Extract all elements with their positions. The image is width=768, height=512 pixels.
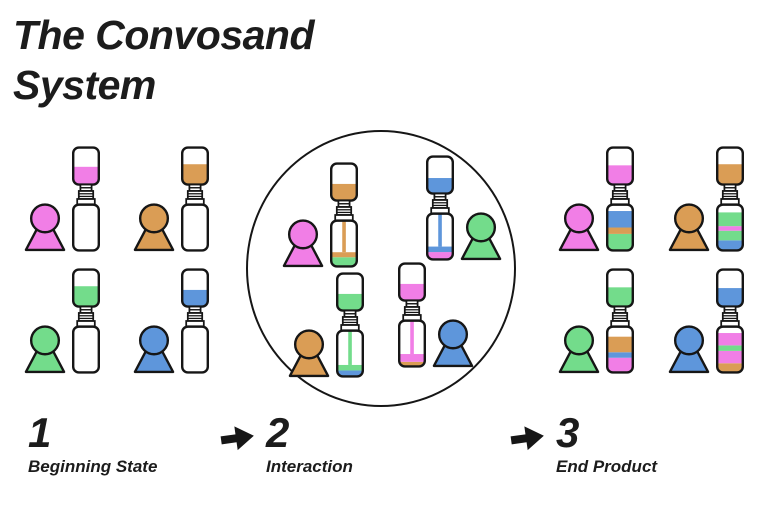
sand-jar — [181, 268, 209, 374]
sand-jar — [426, 155, 454, 261]
end-pair-green — [558, 268, 636, 374]
interaction-pair-pink — [282, 162, 360, 268]
sand-jar — [398, 262, 426, 368]
person-blue — [432, 319, 474, 368]
interaction-pair-green — [424, 155, 502, 261]
beginning-pair-pink — [24, 146, 102, 252]
sand-jar — [606, 146, 634, 252]
sand-jar — [606, 268, 634, 374]
interaction-pair-blue — [396, 262, 474, 368]
person-green — [460, 212, 502, 261]
stage-1-number: 1 — [28, 409, 52, 456]
person-pink — [558, 203, 600, 252]
stage-3-label: End Product — [556, 457, 658, 476]
sand-jar — [181, 146, 209, 252]
stage-beginning: 1 Beginning State — [28, 409, 158, 477]
person-orange — [668, 203, 710, 252]
person-orange — [133, 203, 175, 252]
sand-jar — [72, 146, 100, 252]
end-pair-pink — [558, 146, 636, 252]
stage-3-number: 3 — [556, 409, 580, 456]
sand-jar — [716, 146, 744, 252]
person-green — [24, 325, 66, 374]
page-title: The Convosand System — [13, 12, 315, 108]
stage-2-label: Interaction — [266, 457, 353, 476]
sand-jar — [716, 268, 744, 374]
end-pair-orange — [668, 146, 746, 252]
stage-1-label: Beginning State — [28, 457, 158, 476]
interaction-circle — [246, 130, 516, 407]
sand-jar — [72, 268, 100, 374]
stage-interaction: 2 Interaction — [220, 409, 353, 476]
sand-jar — [336, 272, 364, 378]
right-arrow-icon — [220, 426, 254, 451]
person-pink — [24, 203, 66, 252]
person-green — [558, 325, 600, 374]
stage-end-product: 3 End Product — [510, 409, 658, 476]
interaction-pair-orange — [288, 272, 366, 378]
beginning-pair-orange — [133, 146, 211, 252]
stage-2-number: 2 — [266, 409, 290, 456]
person-blue — [668, 325, 710, 374]
beginning-pair-green — [24, 268, 102, 374]
right-arrow-icon — [510, 426, 544, 451]
end-pair-blue — [668, 268, 746, 374]
beginning-pair-blue — [133, 268, 211, 374]
sand-jar — [330, 162, 358, 268]
person-pink — [282, 219, 324, 268]
person-orange — [288, 329, 330, 378]
person-blue — [133, 325, 175, 374]
